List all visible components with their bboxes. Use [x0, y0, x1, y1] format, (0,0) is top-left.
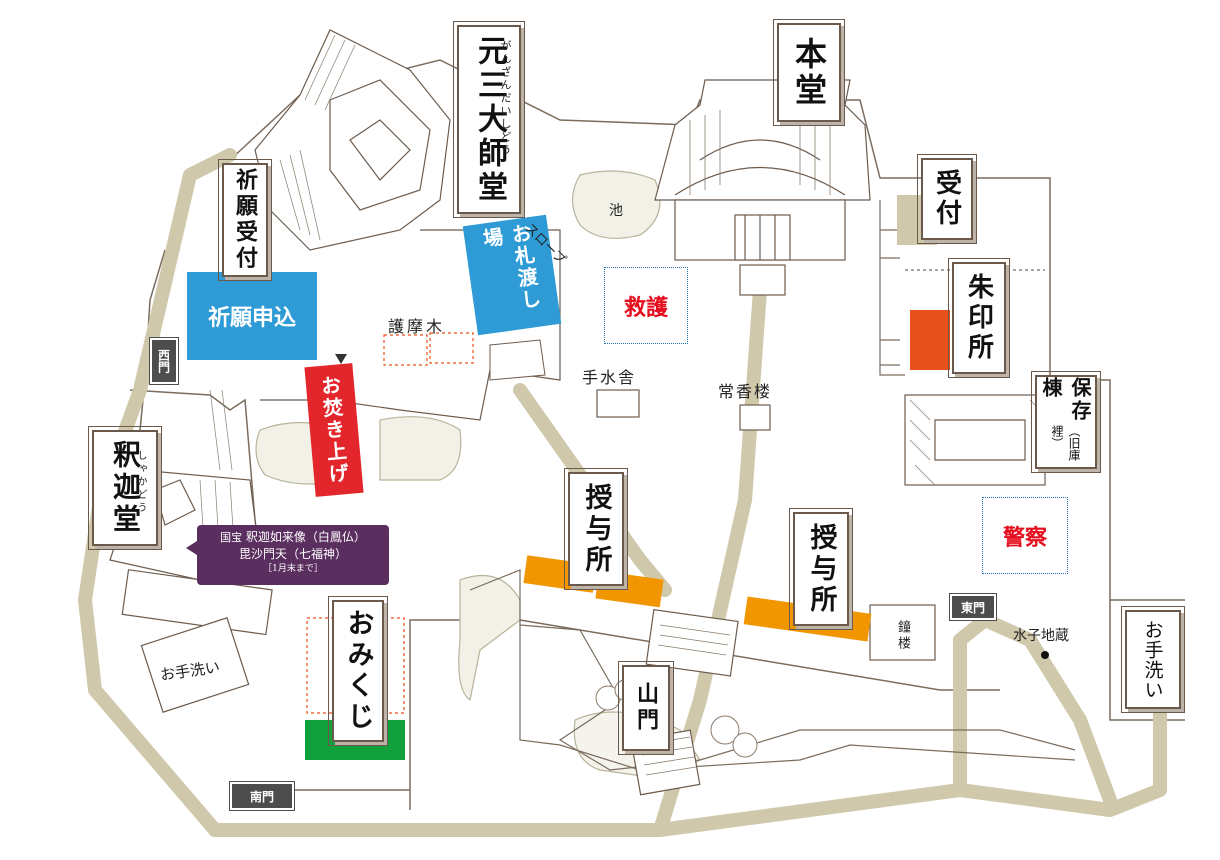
treasure-line3: ［1月末まで］ — [263, 564, 323, 574]
pond — [571, 170, 661, 239]
kigan-uketsuke-plaque: 祈願受付 — [218, 159, 272, 281]
ganzan-building — [254, 29, 451, 251]
toilet-west-building — [140, 617, 250, 713]
hozon-building — [904, 394, 1046, 486]
hozon-title: 保存棟 — [1039, 377, 1092, 423]
gomagi-box-2 — [429, 332, 474, 364]
gomagi-label: 護摩木 — [388, 317, 446, 336]
hozon-plaque: 保存棟 （旧庫裡） — [1031, 371, 1101, 473]
toilet-east-plaque: お手洗い — [1121, 606, 1185, 713]
treasure-card-pointer — [186, 541, 197, 555]
omikuji-plaque: おみくじ — [328, 596, 388, 746]
ganzan-ruby: がんざんだいしどう — [499, 40, 512, 157]
grounds-outline-north — [229, 59, 1185, 601]
marker-triangle — [335, 354, 347, 364]
treasure-tag: 国宝 — [220, 531, 243, 544]
first-aid-label: 救護 — [604, 267, 688, 344]
shaka-title: 釈迦堂 — [109, 440, 142, 536]
jokoro-label: 常香楼 — [718, 382, 773, 401]
shaka-ruby: しゃかどう — [135, 450, 146, 515]
juyo-plaque-2: 授与所 — [789, 508, 853, 630]
mizuko-jizo-dot — [1041, 651, 1049, 659]
west-gate: 西門 — [149, 337, 179, 385]
south-gate: 南門 — [229, 781, 295, 811]
ganzan-title: 元三大師堂 — [472, 34, 507, 205]
shaka-plaque: 釈迦堂 — [88, 426, 162, 550]
mizuko-jizo-label: 水子地蔵 — [1013, 628, 1069, 644]
police-label: 警察 — [982, 497, 1068, 574]
hondo-plaque: 本堂 — [773, 19, 845, 126]
east-gate: 東門 — [949, 593, 997, 621]
treasure-line2: 毘沙門天（七福神） — [238, 547, 347, 561]
treasure-line1: 釈迦如来像（白鳳仏） — [245, 530, 366, 544]
shuin-plaque: 朱印所 — [948, 258, 1010, 378]
otakiage-label: お焚き上げ — [316, 374, 351, 486]
kigan-moushikomi-label: 祈願申込 — [207, 306, 296, 331]
treasure-card: 国宝 釈迦如来像（白鳳仏） 毘沙門天（七福神） ［1月末まで］ — [197, 525, 389, 585]
temizuya-label: 手水舎 — [582, 368, 637, 387]
gomagi-box-1 — [383, 334, 428, 366]
garden-south — [458, 574, 521, 701]
uketsuke-plaque: 受付 — [917, 154, 977, 244]
hozon-subtitle: （旧庫裡） — [1050, 425, 1081, 462]
shuin-orange-area — [910, 310, 950, 370]
temizuya-building — [596, 389, 640, 418]
jokoro-building — [739, 404, 771, 431]
sanmon-plaque: 山門 — [618, 661, 674, 755]
shoro-label: 鐘楼 — [895, 620, 910, 652]
ganzan-plaque: 元三大師堂 — [453, 21, 525, 218]
pond-label: 池 — [609, 203, 623, 219]
shoro-building — [869, 604, 936, 661]
kigan-moushikomi-box: 祈願申込 — [187, 272, 317, 360]
juyo-plaque-1: 授与所 — [564, 468, 628, 590]
